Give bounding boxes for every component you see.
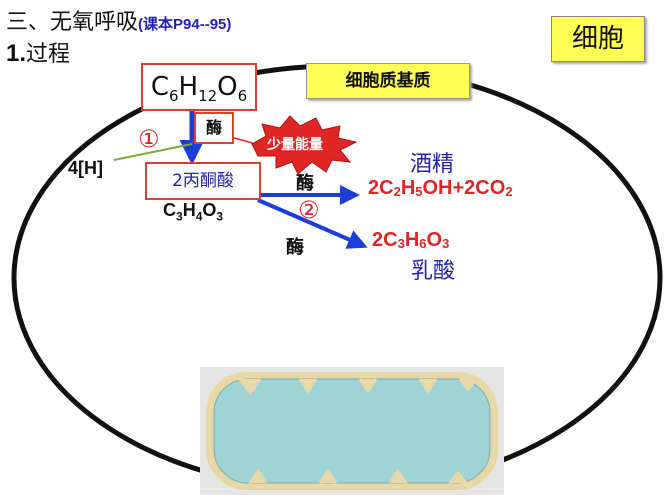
energy-label: 少量能量 — [267, 137, 323, 153]
subsection-title: 过程 — [26, 42, 71, 67]
alcohol-name: 酒精 — [410, 152, 455, 177]
hydrogen-line — [113, 143, 193, 161]
lactic-name: 乳酸 — [411, 259, 456, 284]
glucose-formula: C6H12O6 — [141, 63, 257, 111]
step-2-marker: ② — [298, 196, 320, 224]
subsection-heading: 1.过程 — [6, 36, 70, 68]
section-heading: 三、无氧呼吸(课本P94--95) — [6, 4, 231, 36]
lactic-formula: 2C3H6O3 — [372, 229, 450, 251]
mitochondrion-image — [200, 367, 504, 495]
hydrogen-label: 4[H] — [68, 158, 103, 178]
energy-burst — [251, 115, 358, 175]
enzyme-label-2: 酶 — [296, 173, 314, 194]
enzyme-label-1: 酶 — [194, 112, 234, 144]
pyruvate-formula: C3H4O3 — [163, 200, 224, 224]
cell-label: 细胞 — [551, 16, 645, 62]
section-title: 三、无氧呼吸 — [6, 10, 139, 35]
step-1-marker: ① — [138, 125, 160, 153]
textbook-reference: (课本P94--95) — [138, 16, 232, 33]
subsection-number: 1. — [6, 40, 27, 67]
arrow-to-lactic — [257, 198, 368, 249]
cytoplasm-label: 细胞质基质 — [306, 63, 470, 99]
alcohol-equation: 2C2H5OH+2CO2 — [368, 177, 513, 199]
enzyme-label-3: 酶 — [286, 237, 304, 258]
pyruvate-label: 2丙酮酸 — [145, 162, 261, 200]
